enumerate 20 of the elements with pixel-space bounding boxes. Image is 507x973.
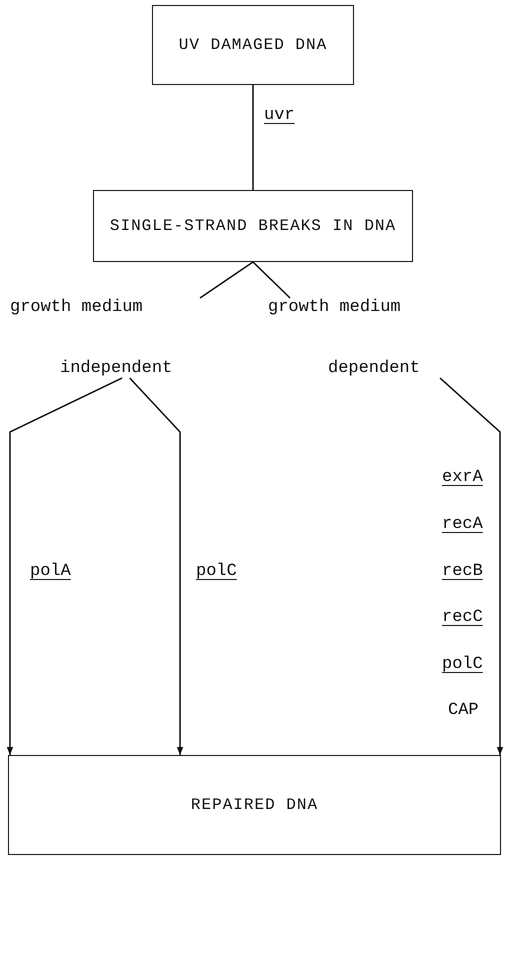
gene-label: recA <box>440 515 485 534</box>
gene-label: polC <box>194 562 239 581</box>
arrow <box>440 377 504 755</box>
connector-line <box>252 85 254 190</box>
process-box: SINGLE-STRAND BREAKS IN DNA <box>93 190 413 262</box>
branch-text: independent <box>59 359 172 378</box>
connector-line <box>200 261 254 299</box>
process-box: REPAIRED DNA <box>8 755 501 855</box>
arrow <box>6 377 122 755</box>
gene-label: exrA <box>440 468 485 487</box>
gene-label: recB <box>440 562 485 581</box>
branch-text: growth medium <box>10 298 143 317</box>
branch-text: dependent <box>327 359 420 378</box>
branch-text: growth medium <box>268 298 401 317</box>
gene-label: recC <box>440 608 485 627</box>
connector-line <box>252 261 291 299</box>
arrow <box>129 377 184 755</box>
process-box: UV DAMAGED DNA <box>152 5 354 85</box>
gene-label: polC <box>440 655 485 674</box>
gene-label: polA <box>28 562 73 581</box>
